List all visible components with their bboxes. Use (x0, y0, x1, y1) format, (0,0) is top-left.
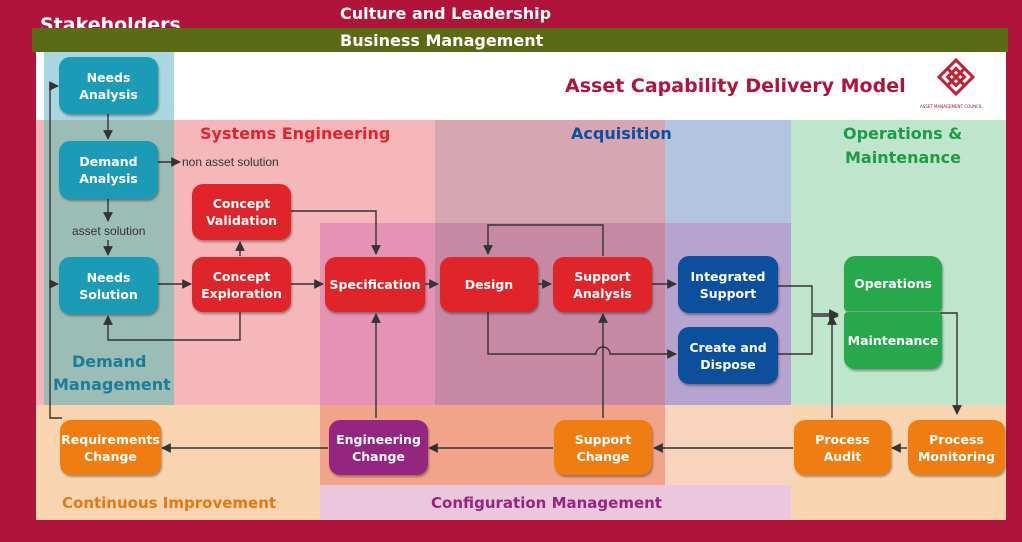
arrow-integrated-to-ops (778, 285, 839, 319)
asset-management-council-logo (936, 57, 976, 97)
acquisition-title: Acquisition (571, 124, 672, 143)
engineering-change-node[interactable]: Engineering Change (329, 420, 428, 475)
arrow-maintenance-to-monitoring (940, 312, 962, 415)
demand-analysis-node[interactable]: Demand Analysis (59, 141, 158, 199)
systems-engineering-title: Systems Engineering (200, 124, 391, 143)
business-management-label: Business Management (340, 31, 544, 50)
systems-engineering-band-left (36, 120, 44, 405)
configuration-label-band (320, 485, 791, 520)
culture-leadership-label: Culture and Leadership (340, 4, 552, 23)
acquisition-band-top-right (665, 120, 791, 223)
support-analysis-node[interactable]: Support Analysis (553, 257, 652, 312)
needs-analysis-node[interactable]: Needs Analysis (59, 57, 158, 114)
specification-node[interactable]: Specification (325, 257, 425, 312)
operations-node[interactable]: Operations (844, 256, 942, 311)
diagram-title: Asset Capability Delivery Model (565, 75, 906, 97)
arrow-validation-to-specification (291, 210, 381, 255)
concept-exploration-node[interactable]: Concept Exploration (192, 257, 291, 312)
process-monitoring-node[interactable]: Process Monitoring (908, 420, 1005, 475)
maintenance-node[interactable]: Maintenance (844, 312, 942, 369)
demand-management-title-line2: Management (53, 375, 171, 394)
acquisition-band-top (435, 120, 665, 223)
continuous-improvement-title: Continuous Improvement (62, 494, 277, 512)
process-audit-node[interactable]: Process Audit (794, 420, 891, 475)
configuration-management-title: Configuration Management (431, 494, 662, 512)
arrow-support-to-design (483, 224, 604, 256)
requirements-change-node[interactable]: Requirements Change (60, 420, 161, 475)
non-asset-solution-label: non asset solution (182, 155, 279, 169)
asset-solution-label: asset solution (72, 224, 146, 238)
arrow-requirements-to-needs (49, 81, 62, 419)
concept-validation-node[interactable]: Concept Validation (192, 184, 291, 240)
arrow-exploration-to-solution (103, 312, 241, 341)
arrow-design-to-create (487, 312, 677, 359)
operations-title-line1: Operations & (843, 124, 963, 143)
business-management-band (32, 28, 1008, 52)
configuration-lower-band-right (665, 405, 791, 485)
needs-solution-node[interactable]: Needs Solution (59, 257, 158, 314)
operations-title-line2: Maintenance (845, 148, 962, 167)
logo-caption: ASSET MANAGEMENT COUNCIL (920, 104, 983, 109)
support-change-node[interactable]: Support Change (554, 420, 652, 475)
arrow-create-to-ops (778, 311, 839, 355)
create-dispose-node[interactable]: Create and Dispose (678, 327, 778, 384)
design-node[interactable]: Design (440, 257, 538, 312)
systems-engineering-band-top (320, 120, 435, 223)
acquisition-config-band (435, 223, 665, 405)
integrated-support-node[interactable]: Integrated Support (678, 256, 778, 313)
demand-management-title-line1: Demand (72, 352, 147, 371)
